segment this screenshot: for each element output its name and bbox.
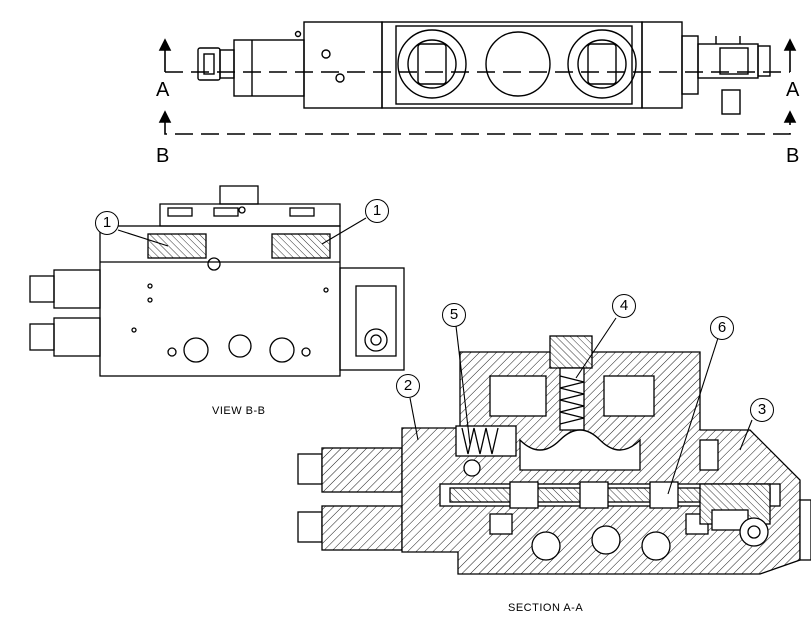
view-bb-caption: VIEW B-B bbox=[212, 405, 266, 417]
section-aa-drawing bbox=[297, 335, 811, 575]
callout-2: 2 bbox=[396, 374, 420, 398]
section-lines bbox=[158, 38, 797, 135]
callout-1-right: 1 bbox=[365, 199, 389, 223]
callout-3: 3 bbox=[750, 398, 774, 422]
section-a-left-label: A bbox=[156, 79, 170, 101]
callout-6: 6 bbox=[710, 316, 734, 340]
section-b-left-label: B bbox=[156, 145, 170, 167]
section-b-right-label: B bbox=[786, 145, 800, 167]
leader-lines bbox=[117, 217, 753, 495]
callout-1-left: 1 bbox=[95, 211, 119, 235]
view-bb-drawing bbox=[29, 185, 405, 377]
section-a-right-label: A bbox=[786, 79, 800, 101]
callout-5: 5 bbox=[442, 303, 466, 327]
top-view bbox=[197, 21, 771, 115]
section-aa-caption: SECTION A-A bbox=[508, 602, 584, 614]
callout-4: 4 bbox=[612, 294, 636, 318]
